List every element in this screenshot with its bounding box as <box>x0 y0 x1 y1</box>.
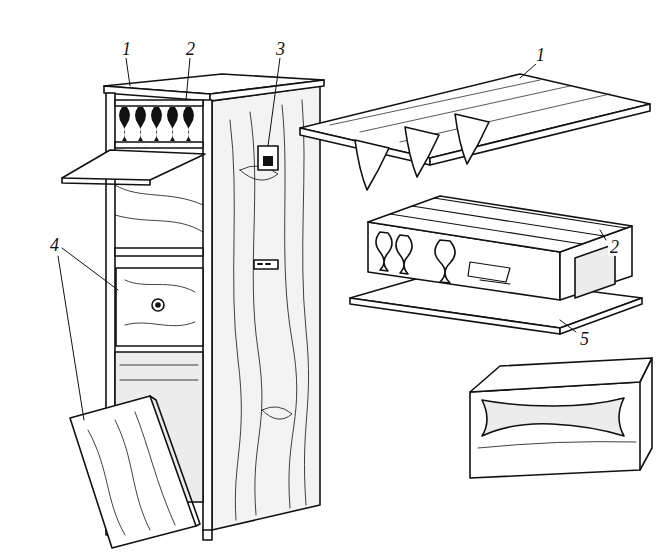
callout-number: 2 <box>184 40 197 58</box>
callout-number: 1 <box>534 46 547 64</box>
callout-number: 5 <box>578 330 591 348</box>
callout-number: 4 <box>48 236 61 254</box>
callout-number: 2 <box>608 238 621 256</box>
callout-number: 3 <box>274 40 287 58</box>
callout-number: 1 <box>120 40 133 58</box>
